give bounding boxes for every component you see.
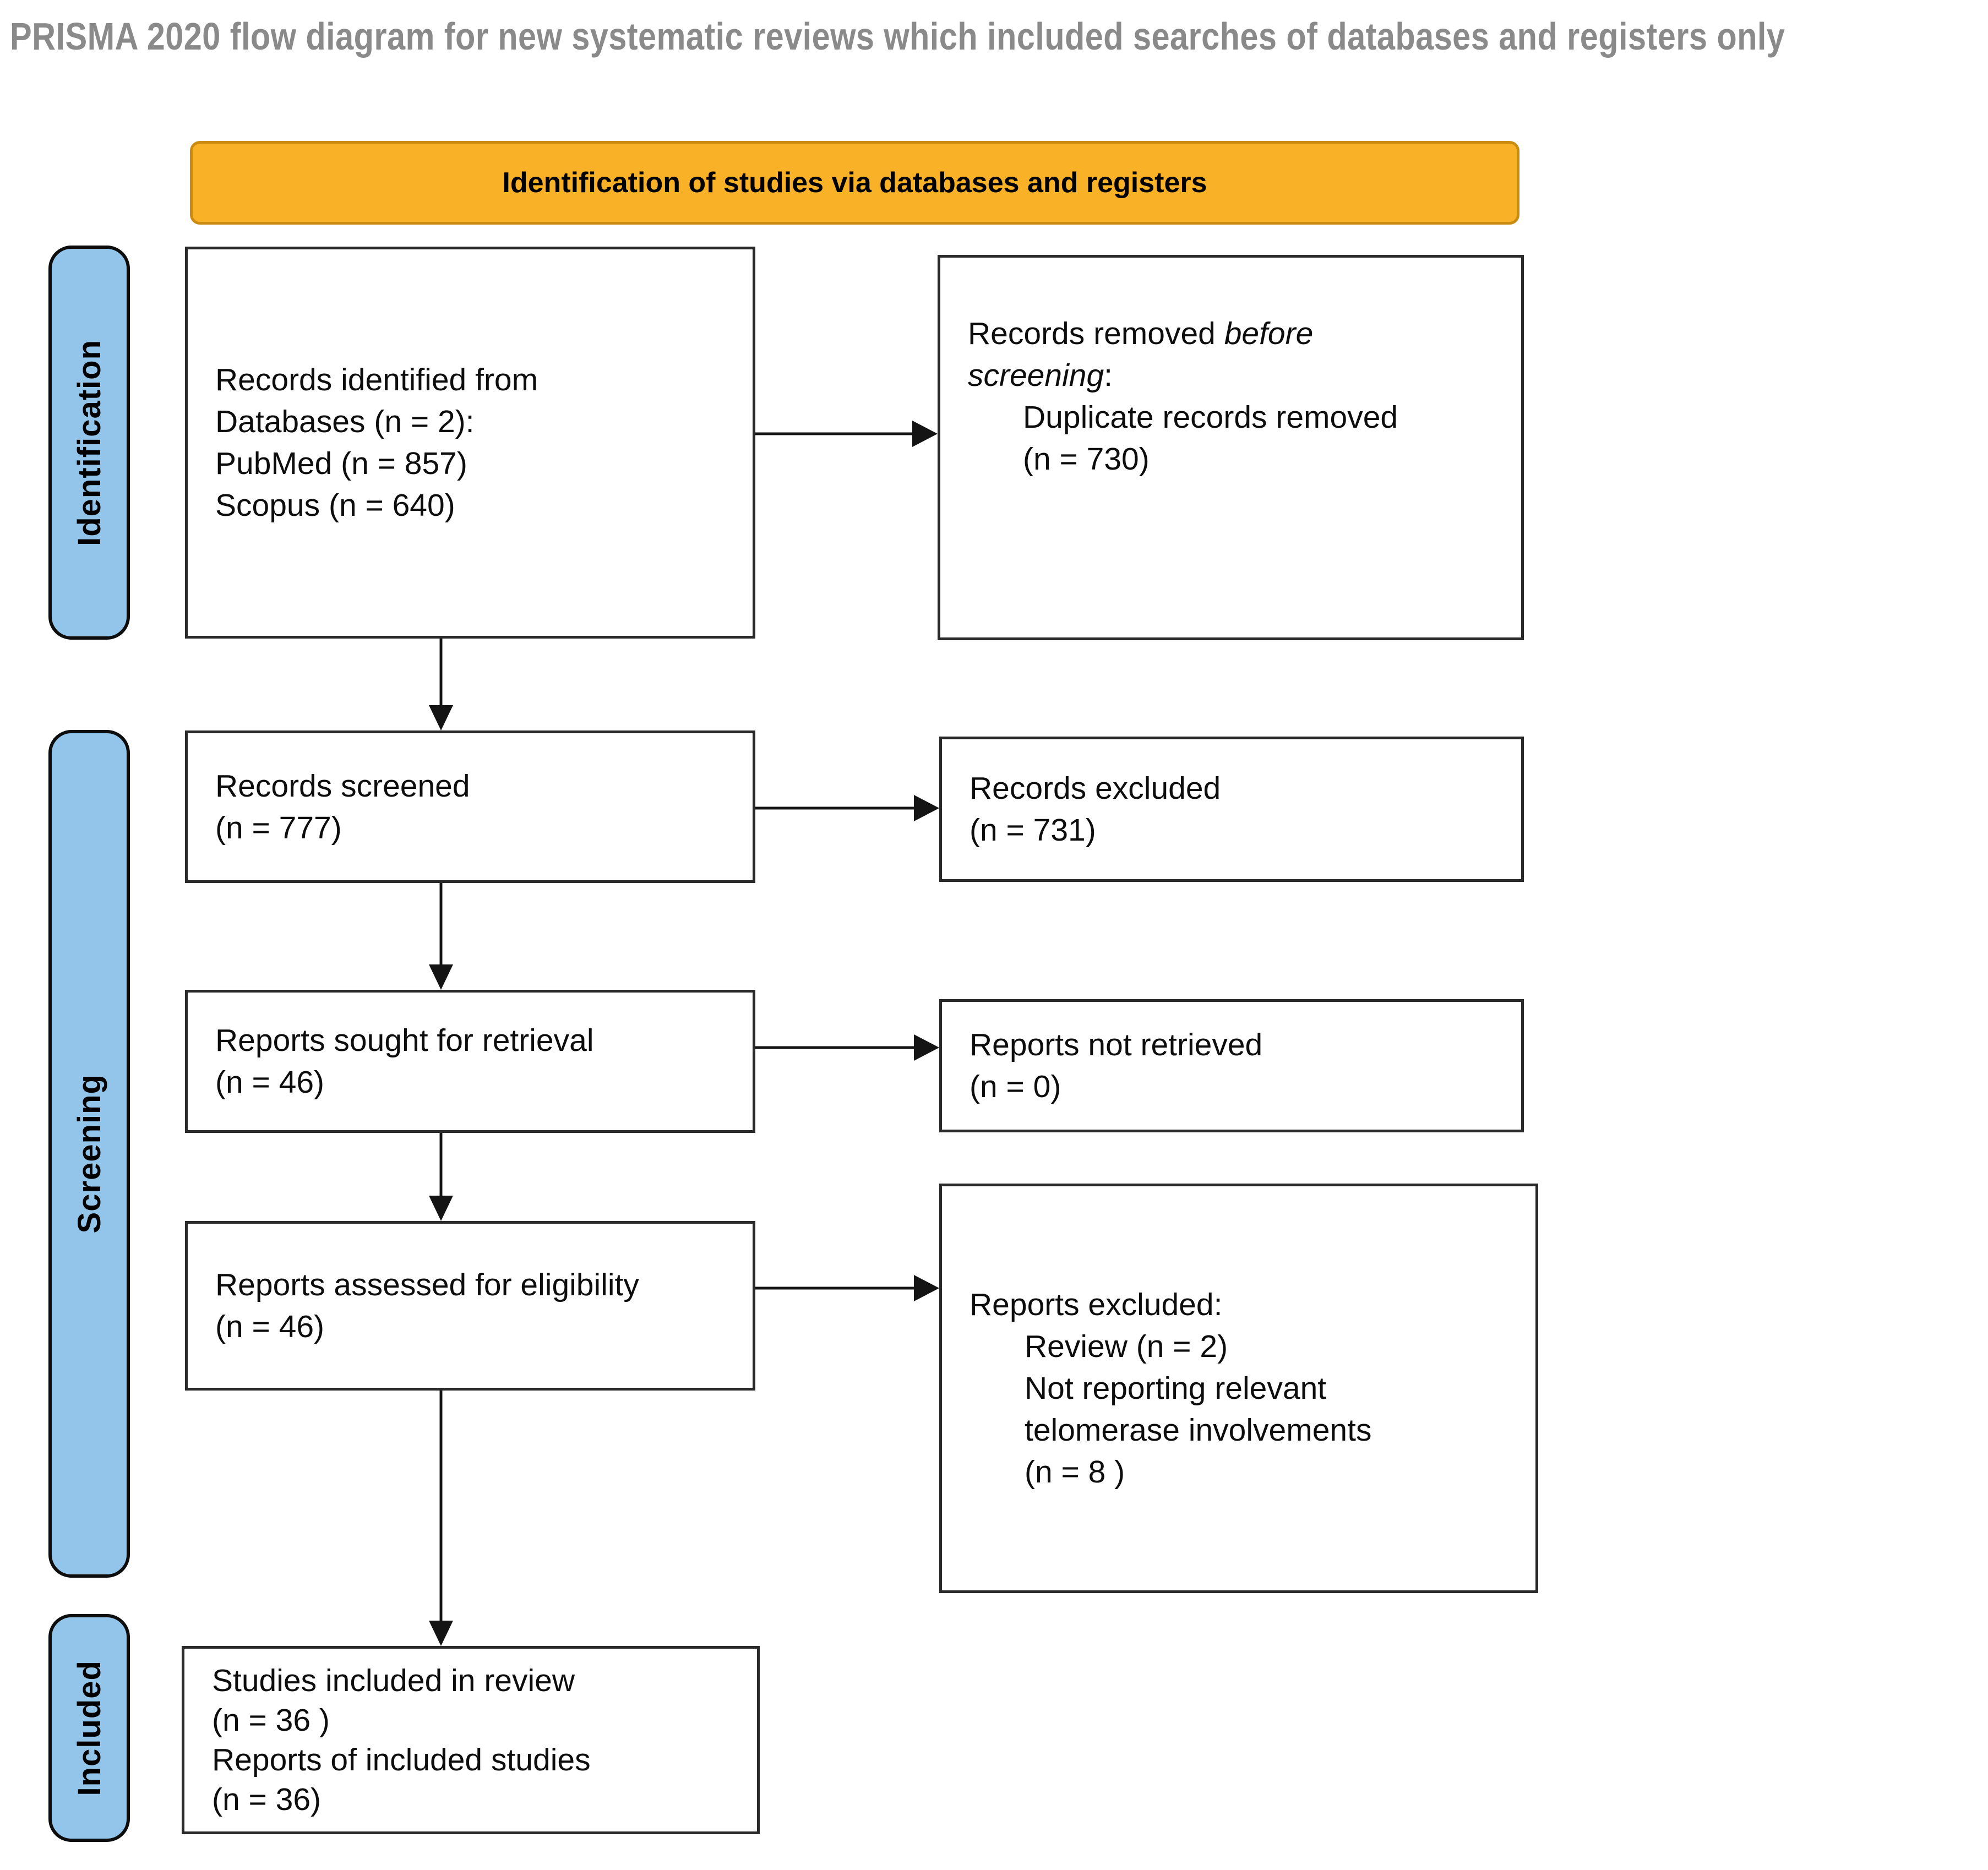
box-text-italic: screening	[968, 358, 1104, 393]
box-line: (n = 730)	[1023, 441, 1150, 477]
box-line: Records screened	[215, 768, 470, 804]
box-line: Records excluded	[970, 771, 1221, 806]
arrow-sought-to-not-retrieved-head	[914, 1034, 939, 1061]
box-records-removed: Records removed before screening: Duplic…	[938, 255, 1524, 640]
stage-bar-included: Included	[48, 1614, 130, 1842]
box-line: Scopus (n = 640)	[215, 488, 455, 523]
box-line: Reports assessed for eligibility	[215, 1267, 639, 1302]
arrow-assessed-to-reports-excluded-head	[914, 1275, 939, 1301]
arrow-assessed-to-included-head	[429, 1621, 453, 1646]
box-records-excluded: Records excluded (n = 731)	[939, 737, 1524, 882]
box-line: Reports of included studies	[212, 1742, 591, 1778]
banner-identification-via-databases: Identification of studies via databases …	[190, 141, 1519, 225]
arrow-screened-to-sought-head	[429, 964, 453, 990]
box-reports-not-retrieved: Reports not retrieved (n = 0)	[939, 999, 1524, 1132]
box-line: Reports not retrieved	[970, 1027, 1263, 1062]
box-line: Databases (n = 2):	[215, 404, 475, 439]
box-line: (n = 36 )	[212, 1703, 330, 1738]
box-line: Duplicate records removed	[1023, 400, 1398, 435]
box-line: (n = 36)	[212, 1782, 322, 1817]
diagram-title: PRISMA 2020 flow diagram for new systema…	[10, 15, 1785, 58]
box-line: Records identified from	[215, 362, 538, 397]
arrow-screened-to-excluded-head	[914, 795, 939, 821]
stage-label-identification: Identification	[71, 339, 107, 546]
box-line: (n = 777)	[215, 810, 342, 846]
box-reports-excluded: Reports excluded: Review (n = 2) Not rep…	[939, 1184, 1538, 1593]
stage-bar-screening: Screening	[48, 730, 130, 1578]
box-records-screened: Records screened (n = 777)	[185, 730, 755, 883]
stage-bar-identification: Identification	[48, 246, 130, 640]
box-line: (n = 46)	[215, 1065, 325, 1100]
box-line: telomerase involvements	[1025, 1413, 1372, 1448]
box-studies-included: Studies included in review (n = 36 ) Rep…	[182, 1646, 760, 1834]
stage-label-screening: Screening	[71, 1074, 107, 1234]
box-line: (n = 0)	[970, 1069, 1061, 1104]
box-reports-assessed: Reports assessed for eligibility (n = 46…	[185, 1221, 755, 1391]
box-line: Records removed before	[968, 313, 1506, 355]
box-line: (n = 731)	[970, 813, 1096, 848]
arrow-identified-to-removed-head	[912, 421, 938, 447]
box-line: Reports excluded:	[970, 1287, 1223, 1322]
box-line: (n = 8 )	[1025, 1454, 1125, 1490]
box-text-italic: before	[1224, 316, 1314, 351]
box-text: :	[1104, 358, 1113, 393]
box-line: Studies included in review	[212, 1663, 575, 1698]
box-line: Review (n = 2)	[1025, 1329, 1228, 1364]
box-line: PubMed (n = 857)	[215, 446, 467, 481]
stage-label-included: Included	[71, 1660, 107, 1796]
box-line: Not reporting relevant	[1025, 1371, 1327, 1406]
box-line: (n = 46)	[215, 1309, 325, 1344]
box-line: Reports sought for retrieval	[215, 1023, 594, 1058]
banner-label: Identification of studies via databases …	[502, 167, 1207, 199]
box-text: Records removed	[968, 316, 1224, 351]
arrow-identified-to-screened-head	[429, 705, 453, 730]
arrow-sought-to-assessed-head	[429, 1196, 453, 1221]
box-records-identified: Records identified from Databases (n = 2…	[185, 247, 755, 639]
box-line: screening:	[968, 355, 1506, 396]
box-reports-sought: Reports sought for retrieval (n = 46)	[185, 990, 755, 1133]
